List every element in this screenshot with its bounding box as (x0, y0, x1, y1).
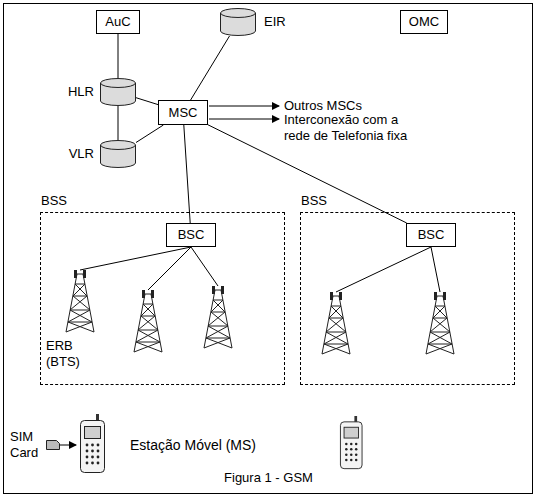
database-label: EIR (264, 14, 286, 30)
figure-frame (4, 4, 533, 494)
figure-caption: Figura 1 - GSM (0, 470, 537, 486)
cylinder-shape (220, 8, 256, 36)
bsc-box: BSC (166, 223, 216, 247)
outgoing-arrow (209, 106, 279, 107)
sim-card-icon (47, 441, 77, 450)
cylinder-rim (221, 13, 256, 17)
network-link (118, 34, 119, 78)
phone-icon (81, 414, 105, 473)
bss-region: BSSBSC (300, 212, 515, 385)
tower-icon (66, 270, 94, 332)
network-link (136, 125, 163, 143)
node-label: MSC (169, 105, 198, 121)
vlr-database: VLR (100, 140, 136, 168)
tower-icon (134, 290, 162, 352)
bsc-box: BSC (406, 223, 456, 247)
network-link (191, 36, 230, 100)
tower-icon (426, 292, 454, 354)
cylinder-rim (101, 83, 136, 87)
database-label: HLR (68, 84, 94, 100)
cylinder-body (101, 141, 136, 168)
msc-box: MSC (158, 100, 208, 125)
region-label: BSS (41, 193, 67, 209)
omc-box: OMC (400, 10, 448, 34)
cylinder-shape (100, 78, 136, 106)
database-label: VLR (69, 146, 94, 162)
tower-icon (204, 286, 232, 348)
outgoing-label: Outros MSCs (284, 98, 362, 114)
network-link (118, 106, 119, 140)
sim-label: SIM Card (10, 429, 46, 461)
node-label: OMC (409, 14, 439, 30)
tower-icon (322, 292, 350, 354)
hlr-database: HLR (100, 78, 136, 106)
outgoing-label: Interconexão com a rede de Telefonia fix… (284, 112, 420, 144)
node-label: AuC (105, 14, 130, 30)
outgoing-arrow (209, 119, 279, 120)
network-link (136, 98, 158, 105)
region-label: BSS (301, 193, 327, 209)
eir-database: EIR (220, 8, 256, 36)
phone-icon (340, 416, 362, 469)
cylinder-shape (100, 140, 136, 168)
node-label: BSC (418, 227, 445, 243)
node-label: BSC (178, 227, 205, 243)
cylinder-body (101, 79, 136, 106)
cylinder-body (221, 9, 256, 36)
ms-label: Estação Móvel (MS) (130, 437, 256, 453)
network-link (184, 125, 190, 223)
cylinder-rim (101, 145, 136, 149)
bts-label: ERB (BTS) (46, 338, 90, 370)
bsc-tower-links (80, 247, 440, 292)
auc-box: AuC (96, 10, 140, 34)
